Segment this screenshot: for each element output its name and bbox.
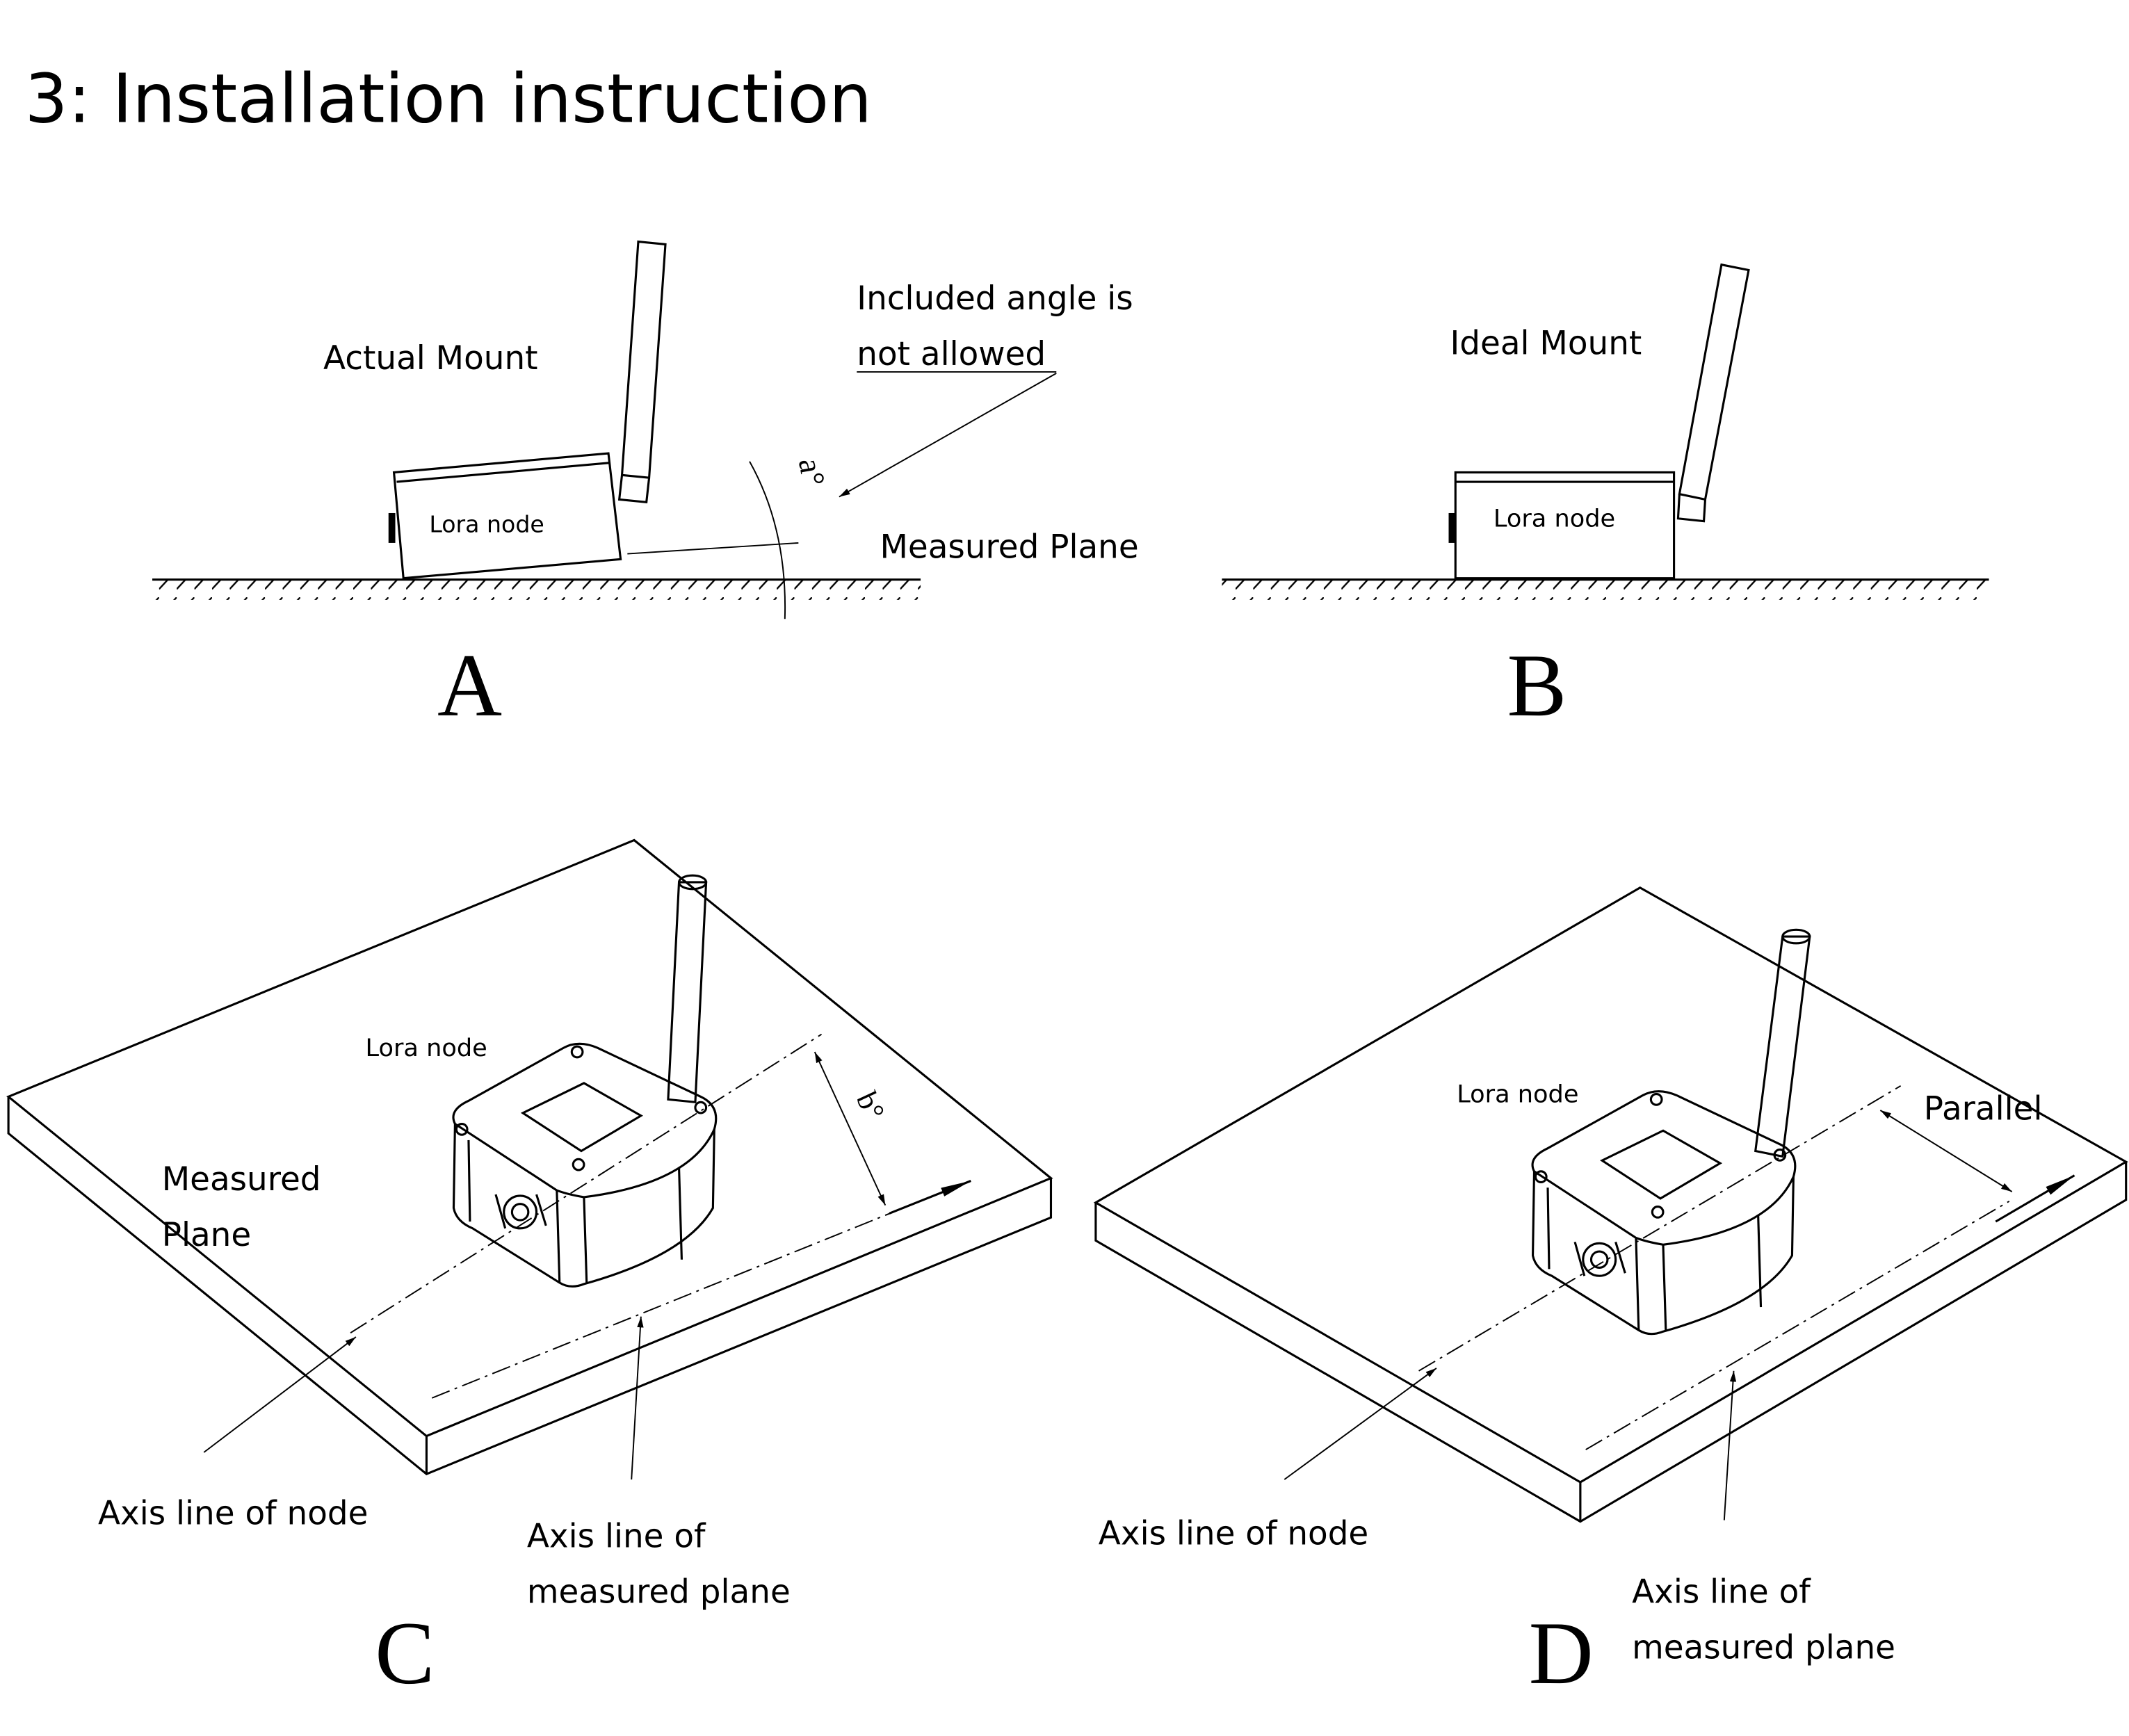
antenna	[667, 881, 708, 1103]
node-label: Lora node	[366, 1034, 487, 1062]
node-axis-label: Axis line of node	[98, 1495, 368, 1532]
plane-label: Measured Plane	[880, 528, 1138, 566]
plane-axis-label-2: measured plane	[1632, 1630, 1895, 1667]
node-label: Lora node	[429, 510, 544, 537]
panel-c: Lora node Measured Plane b° Axis line of…	[6, 838, 1053, 1703]
ground-hatch	[1222, 579, 1989, 600]
panel-letter: D	[1529, 1603, 1594, 1703]
panel-d: Lora node Parallel Axis line of node Axi…	[1093, 886, 2128, 1703]
connector	[388, 512, 396, 543]
antenna	[1676, 263, 1750, 523]
node-axis-label: Axis line of node	[1099, 1516, 1368, 1553]
panel-letter: B	[1507, 635, 1567, 735]
parallel-dimension	[1879, 1110, 2013, 1192]
lora-node	[452, 1042, 718, 1288]
ground-hatch	[152, 579, 921, 600]
lora-node	[1531, 1090, 1797, 1336]
panel-a: Actual Mount Lora node Included angle is…	[152, 240, 1139, 735]
lora-node-box	[392, 452, 622, 580]
antenna	[1754, 935, 1811, 1158]
node-axis-line	[1418, 1085, 1902, 1372]
leader-node-axis	[1284, 1368, 1437, 1480]
measured-plane	[1093, 886, 2128, 1523]
leader-plane-axis	[631, 1316, 644, 1480]
plane-axis-label-1: Axis line of	[527, 1518, 706, 1556]
panel-letter: C	[375, 1603, 435, 1703]
heading: Actual Mount	[323, 340, 537, 378]
page-title: 3: Installation instruction	[25, 60, 872, 139]
leader-node-axis	[203, 1336, 357, 1453]
note-line-1: Included angle is	[857, 280, 1133, 318]
node-axis-line	[627, 542, 799, 555]
angle-label: b°	[850, 1087, 891, 1125]
measured-plane	[6, 838, 1053, 1476]
plane-axis-arrow	[889, 1180, 971, 1215]
plane-axis-label-1: Axis line of	[1632, 1574, 1811, 1612]
plane-axis-label-2: measured plane	[527, 1574, 791, 1612]
heading: Ideal Mount	[1450, 325, 1642, 363]
antenna-tip	[677, 874, 708, 891]
angle-label: a°	[791, 455, 832, 489]
antenna-tip	[1781, 928, 1811, 945]
node-axis-line	[350, 1033, 823, 1333]
angle-leader	[839, 373, 1057, 498]
leader-plane-axis	[1723, 1370, 1737, 1520]
node-label: Lora node	[1493, 504, 1615, 533]
antenna	[617, 240, 667, 504]
node-label: Lora node	[1457, 1080, 1578, 1108]
plane-axis-arrow	[1995, 1174, 2075, 1223]
plane-axis-line	[431, 1188, 951, 1399]
angle-dimension	[813, 1051, 887, 1206]
panel-b: Ideal Mount Lora node B	[1222, 263, 1989, 735]
plane-label-2: Plane	[162, 1217, 251, 1254]
angle-arc	[749, 461, 786, 619]
plane-label-1: Measured	[162, 1161, 321, 1199]
panel-letter: A	[437, 635, 502, 735]
connector	[1448, 512, 1456, 543]
note-line-2: not allowed	[857, 336, 1046, 373]
parallel-label: Parallel	[1924, 1091, 2043, 1128]
plane-axis-line	[1585, 1200, 2010, 1450]
